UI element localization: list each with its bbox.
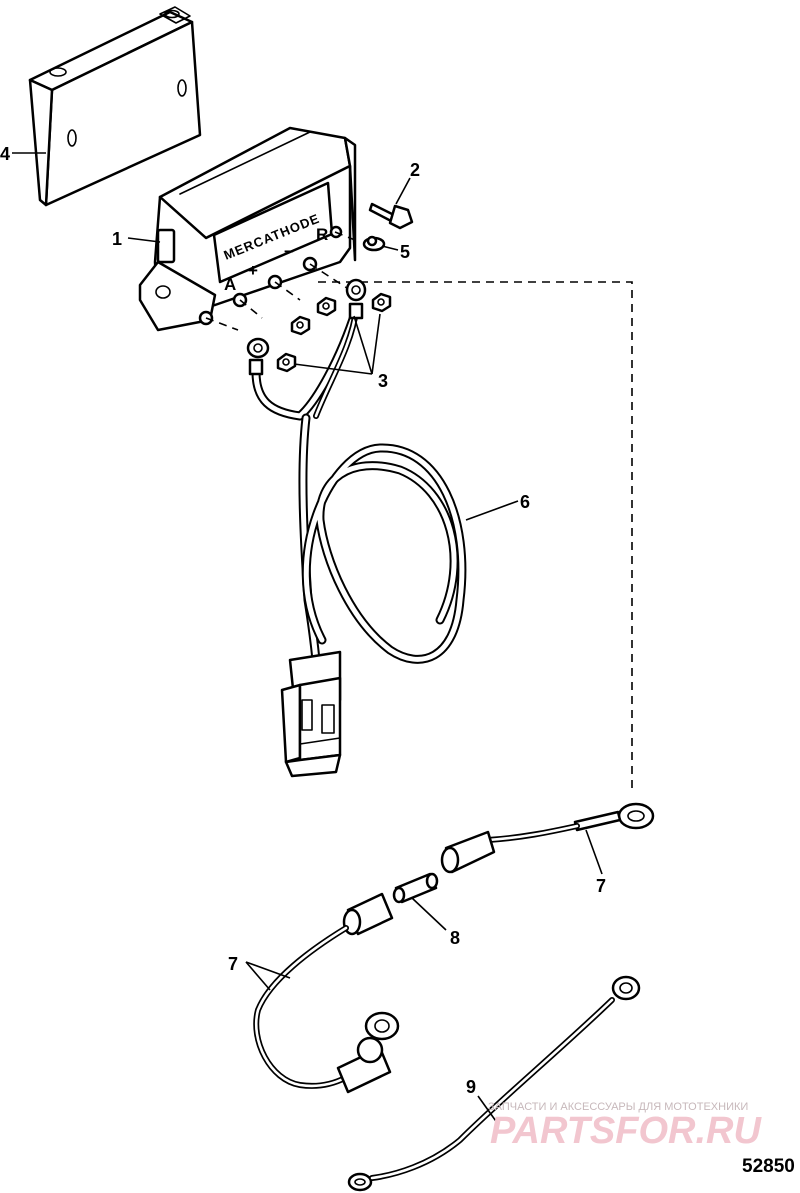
terminal-label-minus: − bbox=[284, 242, 294, 261]
callout-8: 8 bbox=[450, 928, 460, 948]
terminal-label-a: A bbox=[224, 275, 236, 294]
callout-leaders bbox=[12, 152, 603, 1125]
callout-7-upper: 7 bbox=[596, 876, 606, 896]
callout-7-lower: 7 bbox=[228, 954, 238, 974]
callout-6: 6 bbox=[520, 492, 530, 512]
callout-9: 9 bbox=[466, 1077, 476, 1097]
hex-nuts bbox=[276, 292, 392, 373]
terminal-label-r: R bbox=[316, 225, 328, 244]
mounting-bracket bbox=[28, 6, 202, 207]
fuse bbox=[392, 872, 439, 904]
callout-1: 1 bbox=[112, 229, 122, 249]
figure-number: 52850 bbox=[742, 1156, 795, 1177]
callout-3: 3 bbox=[378, 371, 388, 391]
fuse-lead bbox=[253, 802, 655, 1094]
sensor-harness bbox=[246, 278, 467, 778]
ground-lead bbox=[347, 975, 641, 1192]
small-screw bbox=[362, 235, 386, 252]
terminal-label-plus: + bbox=[248, 261, 258, 280]
watermark-tagline: ЗАПЧАСТИ И АКСЕССУАРЫ ДЛЯ МОТОТЕХНИКИ bbox=[488, 1101, 748, 1113]
watermark-site: PARTSFOR.RU bbox=[490, 1110, 762, 1152]
callout-2: 2 bbox=[410, 160, 420, 180]
callout-4: 4 bbox=[0, 144, 10, 164]
callout-5: 5 bbox=[400, 242, 410, 262]
mercathode-controller: MERCATHODE A + − R bbox=[138, 126, 357, 332]
assembly-line-long bbox=[318, 281, 633, 790]
assembly-line bbox=[205, 231, 356, 331]
screw bbox=[368, 202, 414, 230]
